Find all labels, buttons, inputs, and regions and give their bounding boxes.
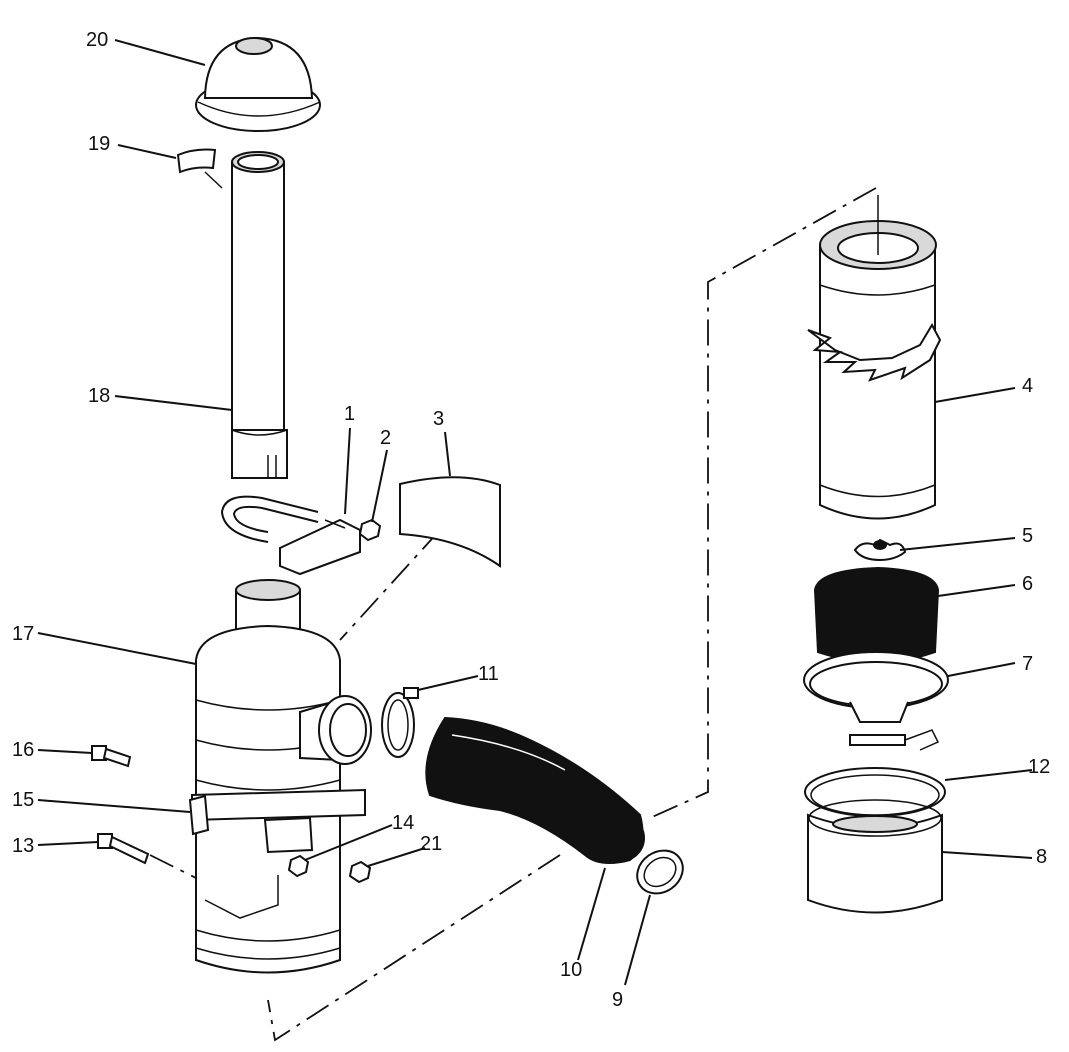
- callout-3: 3: [433, 408, 444, 430]
- callout-20: 20: [86, 29, 108, 51]
- part-16-bolt: [91, 745, 132, 768]
- callout-16: 16: [12, 739, 34, 761]
- callout-8: 8: [1036, 846, 1047, 868]
- part-2-nut: [358, 518, 382, 542]
- part-5-wing-nut: [853, 538, 907, 562]
- callout-5: 5: [1022, 525, 1033, 547]
- part-11-hose-clamp: [381, 687, 419, 758]
- callout-18: 18: [88, 385, 110, 407]
- part-8-dust-cup: [807, 799, 943, 914]
- part-10-intake-hose: [425, 716, 645, 865]
- part-18-intake-tube: [231, 151, 288, 479]
- callout-9: 9: [612, 989, 623, 1011]
- part-4-filter-element: [807, 195, 942, 520]
- callout-19: 19: [88, 133, 110, 155]
- callout-11: 11: [478, 663, 499, 685]
- callout-6: 6: [1022, 573, 1033, 595]
- callout-14: 14: [392, 812, 414, 834]
- part-3-band: [399, 476, 501, 568]
- leader-lines: [37, 39, 1033, 986]
- callout-17: 17: [12, 623, 34, 645]
- callout-10: 10: [560, 959, 582, 981]
- callout-1: 1: [344, 403, 355, 425]
- part-19-clamp-segment: [176, 148, 223, 189]
- part-17-air-cleaner-body: [191, 579, 372, 974]
- part-21-nut: [348, 860, 372, 884]
- part-12-gasket-ring: [804, 767, 946, 817]
- part-15-clamp-strap: [188, 794, 210, 836]
- part-20-rain-cap: [195, 36, 321, 132]
- callout-12: 12: [1028, 756, 1050, 778]
- callout-labels: 1 2 3 4 5 6 7 8 9 10 11 12 13 14 15 16 1…: [12, 29, 1050, 1011]
- part-6-safety-filter: [813, 566, 940, 663]
- callout-4: 4: [1022, 375, 1033, 397]
- callout-2: 2: [380, 427, 391, 449]
- callout-7: 7: [1022, 653, 1033, 675]
- callout-13: 13: [12, 835, 34, 857]
- callout-21: 21: [420, 833, 442, 855]
- part-9-hose-clamp: [636, 849, 684, 895]
- callout-15: 15: [12, 789, 34, 811]
- part-7-band-clamp: [803, 651, 949, 751]
- part-13-bolt: [97, 833, 150, 865]
- part-1-u-bolt-bracket: [220, 495, 361, 576]
- part-14-nut: [287, 854, 310, 878]
- assembly-centerlines: [149, 187, 877, 1042]
